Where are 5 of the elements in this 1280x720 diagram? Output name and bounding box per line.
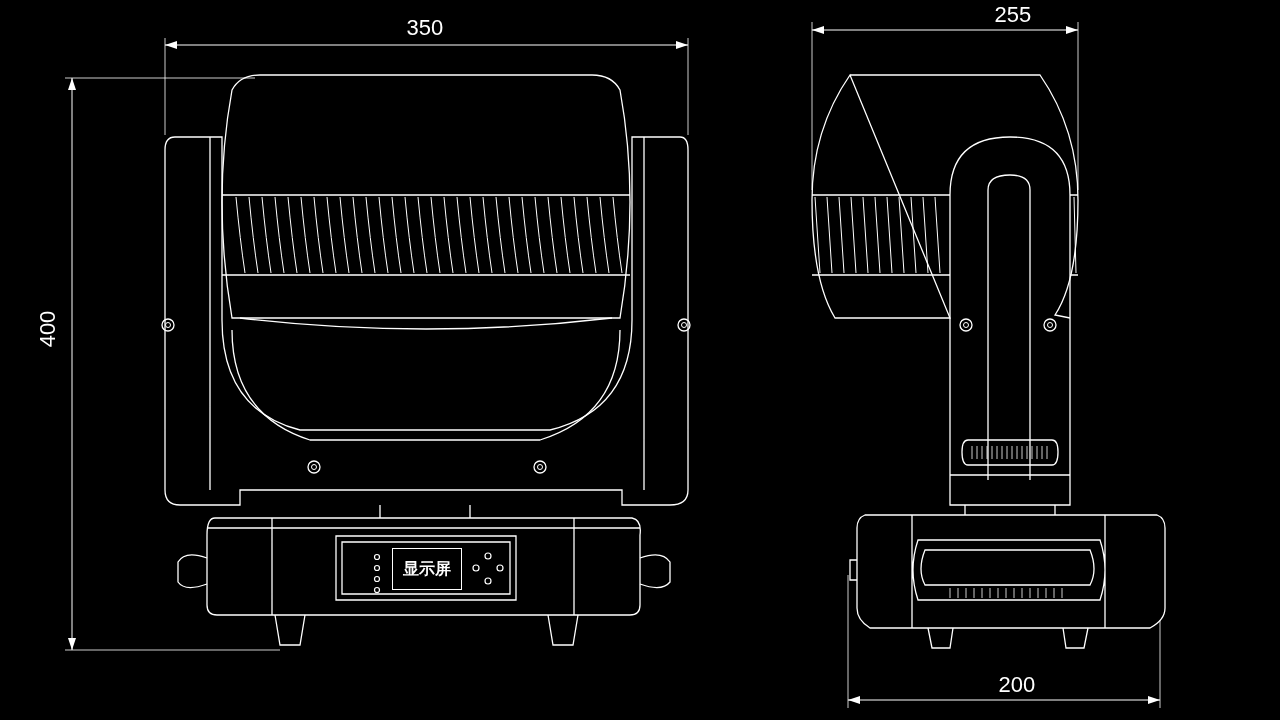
dimension-value: 255 xyxy=(994,4,1032,26)
dimension-value: 400 xyxy=(36,310,59,348)
display-screen: 显示屏 xyxy=(392,548,462,590)
dimension-value: 350 xyxy=(406,17,444,39)
dimension-value: 200 xyxy=(998,674,1036,696)
